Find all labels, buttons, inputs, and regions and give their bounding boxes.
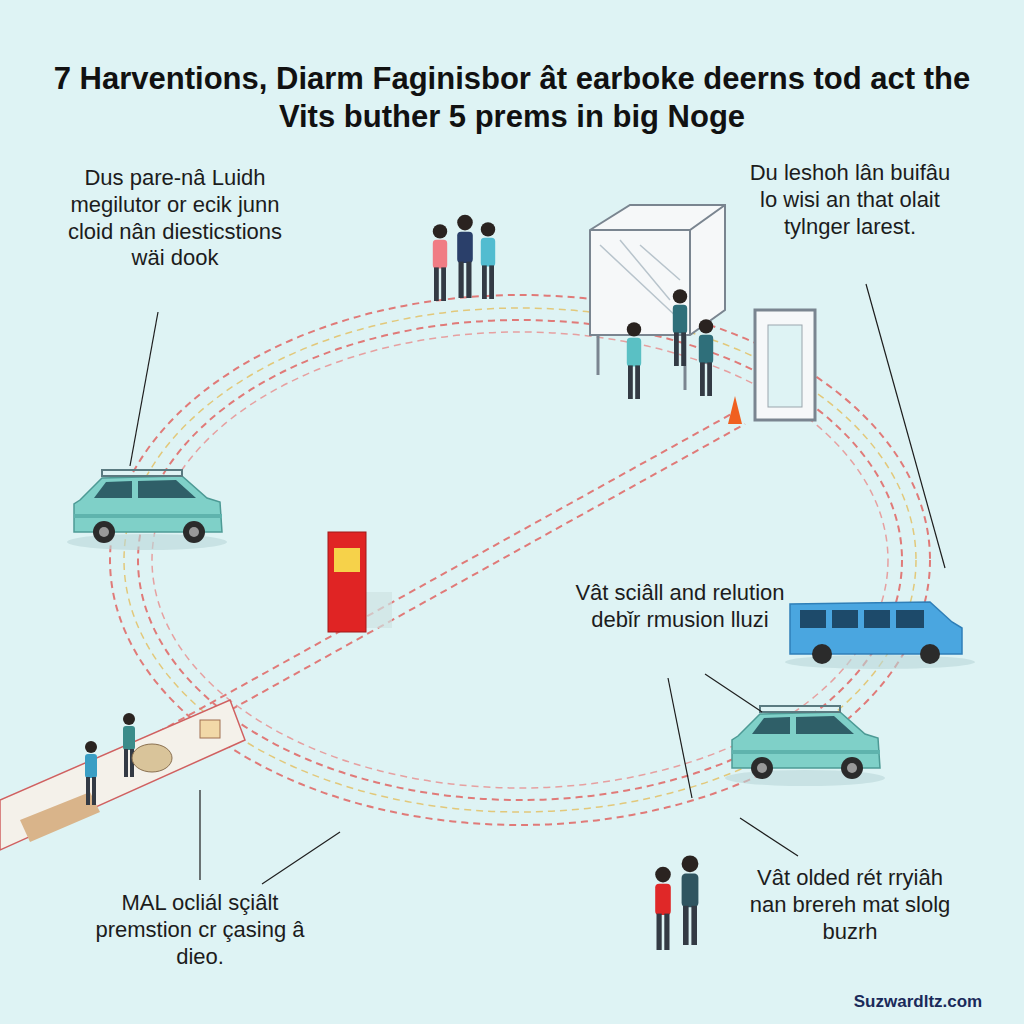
callout-text: Dus pare-nâ Luidh megilutor or ecik junn… [68,165,283,272]
title: 7 Harventions, Diarm Faginisbor ât earbo… [42,60,982,136]
callout-text: Du leshoh lân buifâu lo wisi an that ola… [745,160,955,240]
leader-line [866,284,945,568]
track-ring [138,320,902,800]
leader-line [705,674,762,712]
van [785,602,975,669]
kiosk [328,532,392,632]
leader-line [199,790,200,880]
shelter [590,205,815,424]
suv [67,470,227,550]
leader-lines [130,284,945,884]
callout-text: Vât olded rét rryiâh nan brereh mat slol… [743,865,958,945]
leader-line [130,312,158,466]
dashed-track [0,295,930,838]
leader-line [668,678,692,798]
leader-line [740,818,798,856]
crosswalk [0,700,245,850]
leader-line [262,832,340,884]
suv [725,706,885,786]
callout-text: Vât sciâll and relution debǐr rmusion ll… [570,580,790,634]
watermark: Suzwardltz.com [818,992,1018,1013]
callout-text: MAL ocliál sçiâlt premstion cr çasing â … [85,890,315,970]
vehicles [67,470,975,786]
